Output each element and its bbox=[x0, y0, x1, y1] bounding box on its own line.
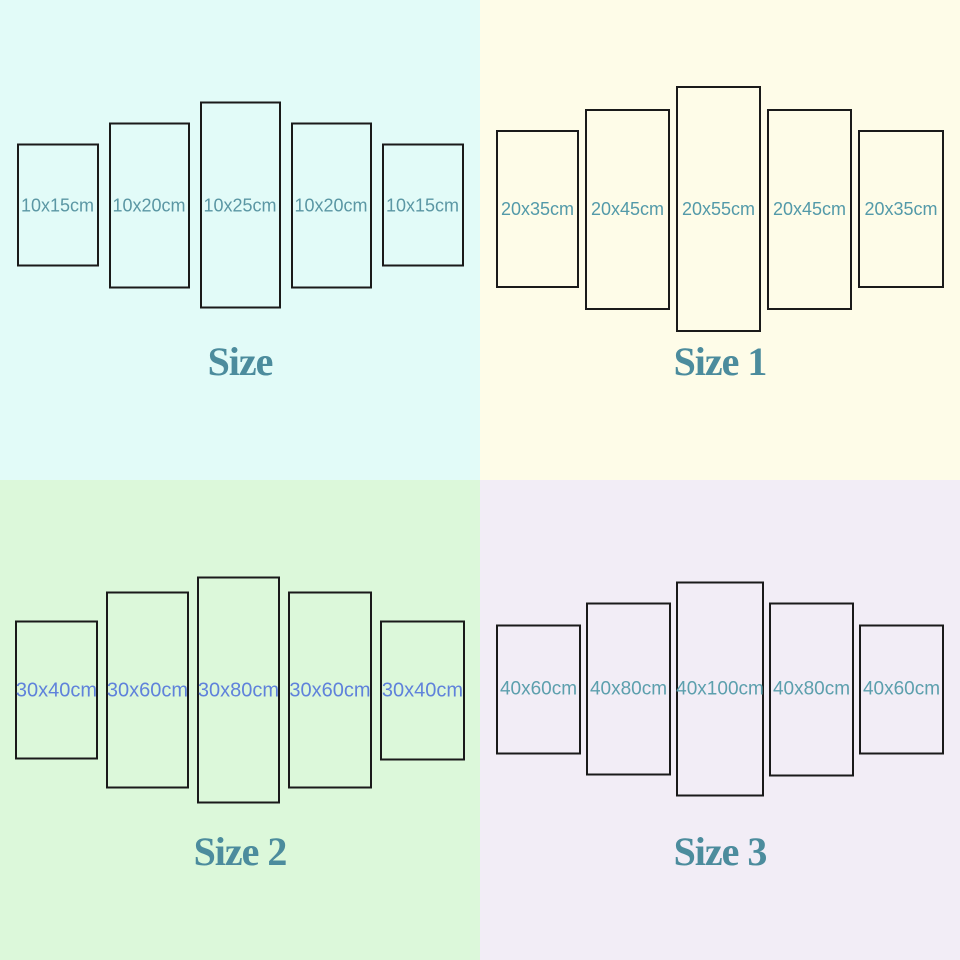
canvas-panel: 40x80cm bbox=[586, 602, 671, 776]
canvas-panel: 10x20cm bbox=[108, 122, 190, 288]
quadrant-title: Size 3 bbox=[673, 829, 768, 874]
canvas-panel: 40x60cm bbox=[859, 624, 944, 754]
panel-row: 10x15cm 10x20cm 10x25cm 10x20cm 10x15cm bbox=[0, 101, 480, 309]
panel-size-label: 10x20cm bbox=[112, 195, 186, 215]
quadrant-title: Size bbox=[207, 339, 274, 384]
quadrant-size-2: 30x40cm 30x60cm 30x80cm 30x60cm 30x40cm Size… bbox=[0, 480, 480, 960]
canvas-panel: 20x35cm bbox=[496, 130, 579, 288]
panel-size-label: 40x80cm bbox=[772, 678, 851, 700]
panel-size-label: 40x60cm bbox=[499, 678, 578, 700]
panel-row: 40x60cm 40x80cm 40x100cm 40x80cm 40x60cm bbox=[480, 581, 960, 797]
canvas-panel: 20x55cm bbox=[676, 86, 761, 332]
canvas-panel: 20x35cm bbox=[858, 130, 944, 288]
panel-size-label: 10x25cm bbox=[203, 195, 277, 215]
panel-size-label: 10x15cm bbox=[385, 195, 460, 215]
quadrant-size: 10x15cm 10x20cm 10x25cm 10x20cm 10x15cm Size bbox=[0, 0, 480, 480]
quadrant-size-3: 40x60cm 40x80cm 40x100cm 40x80cm 40x60cm Siz… bbox=[480, 480, 960, 960]
canvas-panel: 30x40cm bbox=[15, 620, 98, 760]
canvas-panel: 30x60cm bbox=[288, 591, 372, 789]
panel-row: 30x40cm 30x60cm 30x80cm 30x60cm 30x40cm bbox=[0, 576, 480, 804]
canvas-panel: 40x80cm bbox=[769, 602, 854, 776]
canvas-panel: 10x20cm bbox=[290, 122, 372, 288]
panel-size-label: 20x35cm bbox=[864, 199, 938, 219]
panel-size-label: 30x60cm bbox=[289, 679, 371, 701]
panel-size-label: 20x45cm bbox=[772, 199, 847, 219]
canvas-panel: 10x15cm bbox=[16, 143, 99, 267]
quadrant-size-1: 20x35cm 20x45cm 20x55cm 20x45cm 20x35cm Size… bbox=[480, 0, 960, 480]
panel-size-label: 10x15cm bbox=[20, 195, 95, 215]
canvas-panel: 20x45cm bbox=[767, 108, 852, 310]
canvas-panel: 20x45cm bbox=[585, 108, 670, 310]
panel-size-label: 40x100cm bbox=[676, 678, 764, 700]
canvas-panel: 10x25cm bbox=[199, 101, 281, 309]
canvas-panel: 40x60cm bbox=[496, 624, 581, 754]
panel-size-label: 10x20cm bbox=[294, 195, 368, 215]
panel-size-label: 40x80cm bbox=[589, 678, 668, 700]
panel-row: 20x35cm 20x45cm 20x55cm 20x45cm 20x35cm bbox=[480, 86, 960, 332]
quadrant-title: Size 2 bbox=[193, 829, 288, 874]
canvas-panel: 30x60cm bbox=[106, 591, 189, 789]
panel-size-label: 30x40cm bbox=[381, 679, 464, 701]
panel-size-label: 20x35cm bbox=[500, 199, 575, 219]
panel-size-label: 30x60cm bbox=[106, 679, 189, 701]
panel-size-label: 20x45cm bbox=[590, 199, 665, 219]
panel-size-label: 30x40cm bbox=[15, 679, 98, 701]
canvas-panel: 30x40cm bbox=[380, 620, 465, 760]
panel-size-label: 40x60cm bbox=[862, 678, 941, 700]
panel-size-label: 20x55cm bbox=[681, 199, 756, 219]
canvas-panel: 30x80cm bbox=[197, 576, 280, 804]
canvas-panel: 10x15cm bbox=[381, 143, 464, 267]
quadrant-title: Size 1 bbox=[673, 339, 768, 384]
panel-size-label: 30x80cm bbox=[197, 679, 280, 701]
canvas-panel: 40x100cm bbox=[676, 581, 764, 797]
